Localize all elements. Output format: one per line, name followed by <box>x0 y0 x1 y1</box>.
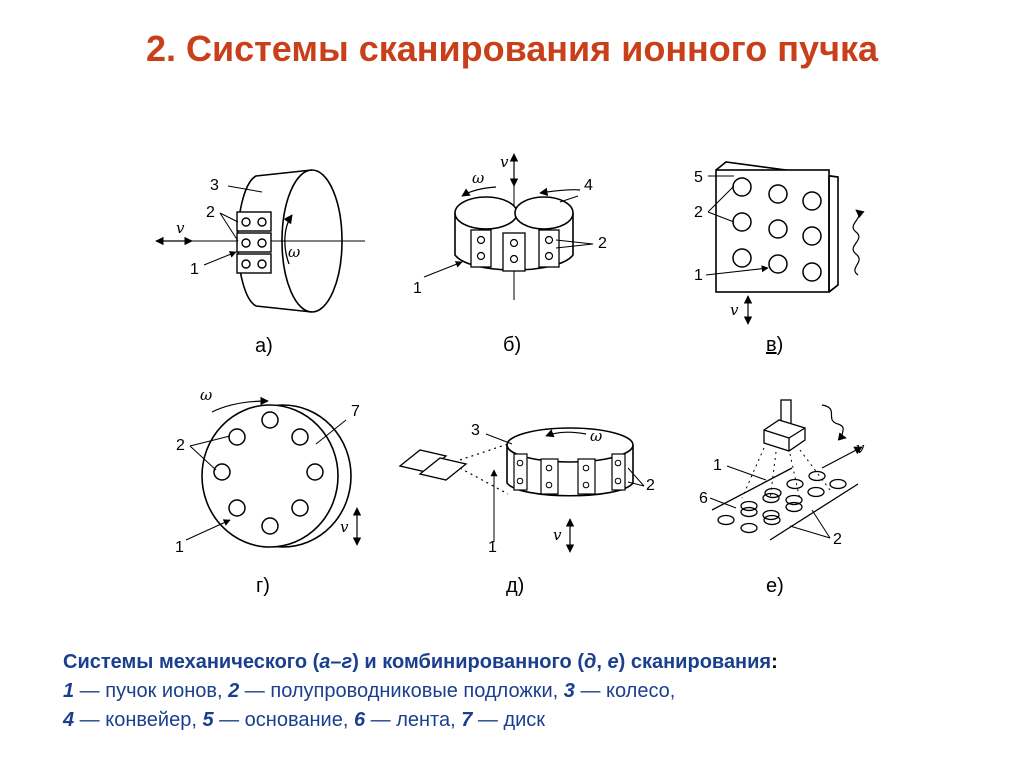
caption-line-1: 1 — пучок ионов, 2 — полупроводниковые п… <box>63 680 676 702</box>
label-e-1: 1 <box>488 539 497 556</box>
label-b-2: 2 <box>598 235 607 252</box>
label-b-v: v <box>500 153 509 171</box>
label-a-3: 3 <box>210 177 219 194</box>
label-c-1: 1 <box>694 267 703 284</box>
label-a-v: v <box>176 219 185 237</box>
label-c-2: 2 <box>694 204 703 221</box>
label-a-2: 2 <box>206 204 215 221</box>
label-b-omega: ω <box>472 169 484 187</box>
label-d-2: 2 <box>176 437 185 454</box>
wafer-blocks <box>236 211 272 274</box>
label-d-7: 7 <box>351 403 360 420</box>
caption-heading: Системы механического (а–г) и комбиниров… <box>63 651 778 673</box>
disk-wafers <box>213 411 324 535</box>
label-a-1: 1 <box>190 261 199 278</box>
label-d-v: v <box>340 518 349 536</box>
label-d-omega: ω <box>200 386 212 404</box>
panel-e-combined <box>398 427 645 553</box>
label-f-2: 2 <box>833 531 842 548</box>
caption-f: е) <box>766 575 784 597</box>
panel-f-tape <box>709 399 863 541</box>
label-d-1: 1 <box>175 539 184 556</box>
label-b-4: 4 <box>584 177 593 194</box>
label-f-v: v <box>856 439 865 457</box>
caption-a: а) <box>255 335 273 357</box>
label-e-omega: ω <box>590 427 602 445</box>
panel-c-base <box>705 161 865 325</box>
tape-wafers <box>717 470 847 534</box>
caption-d: г) <box>256 575 270 597</box>
label-e-3: 3 <box>471 422 480 439</box>
label-f-6: 6 <box>699 490 708 507</box>
caption-line-2: 4 — конвейер, 5 — основание, 6 — лента, … <box>63 709 546 731</box>
label-e-2: 2 <box>646 477 655 494</box>
label-e-v: v <box>553 526 562 544</box>
panel-a-wheel <box>155 169 365 313</box>
caption-c: в) <box>766 334 783 356</box>
figure-caption: Системы механического (а–г) и комбиниров… <box>63 648 1003 735</box>
label-c-5: 5 <box>694 169 703 186</box>
scanning-systems-diagram: 3 2 v 1 ω а) v 4 2 1 ω б) <box>155 153 865 597</box>
beam-scanner-plates <box>398 449 468 481</box>
label-a-omega: ω <box>288 243 300 261</box>
panel-b-conveyor <box>423 153 594 300</box>
label-f-1: 1 <box>713 457 722 474</box>
label-b-1: 1 <box>413 280 422 297</box>
caption-b: б) <box>503 334 521 356</box>
panel-d-disk <box>185 396 362 548</box>
caption-e: д) <box>506 575 524 597</box>
page-title: 2. Системы сканирования ионного пучка <box>145 28 879 69</box>
label-c-v: v <box>730 301 739 319</box>
